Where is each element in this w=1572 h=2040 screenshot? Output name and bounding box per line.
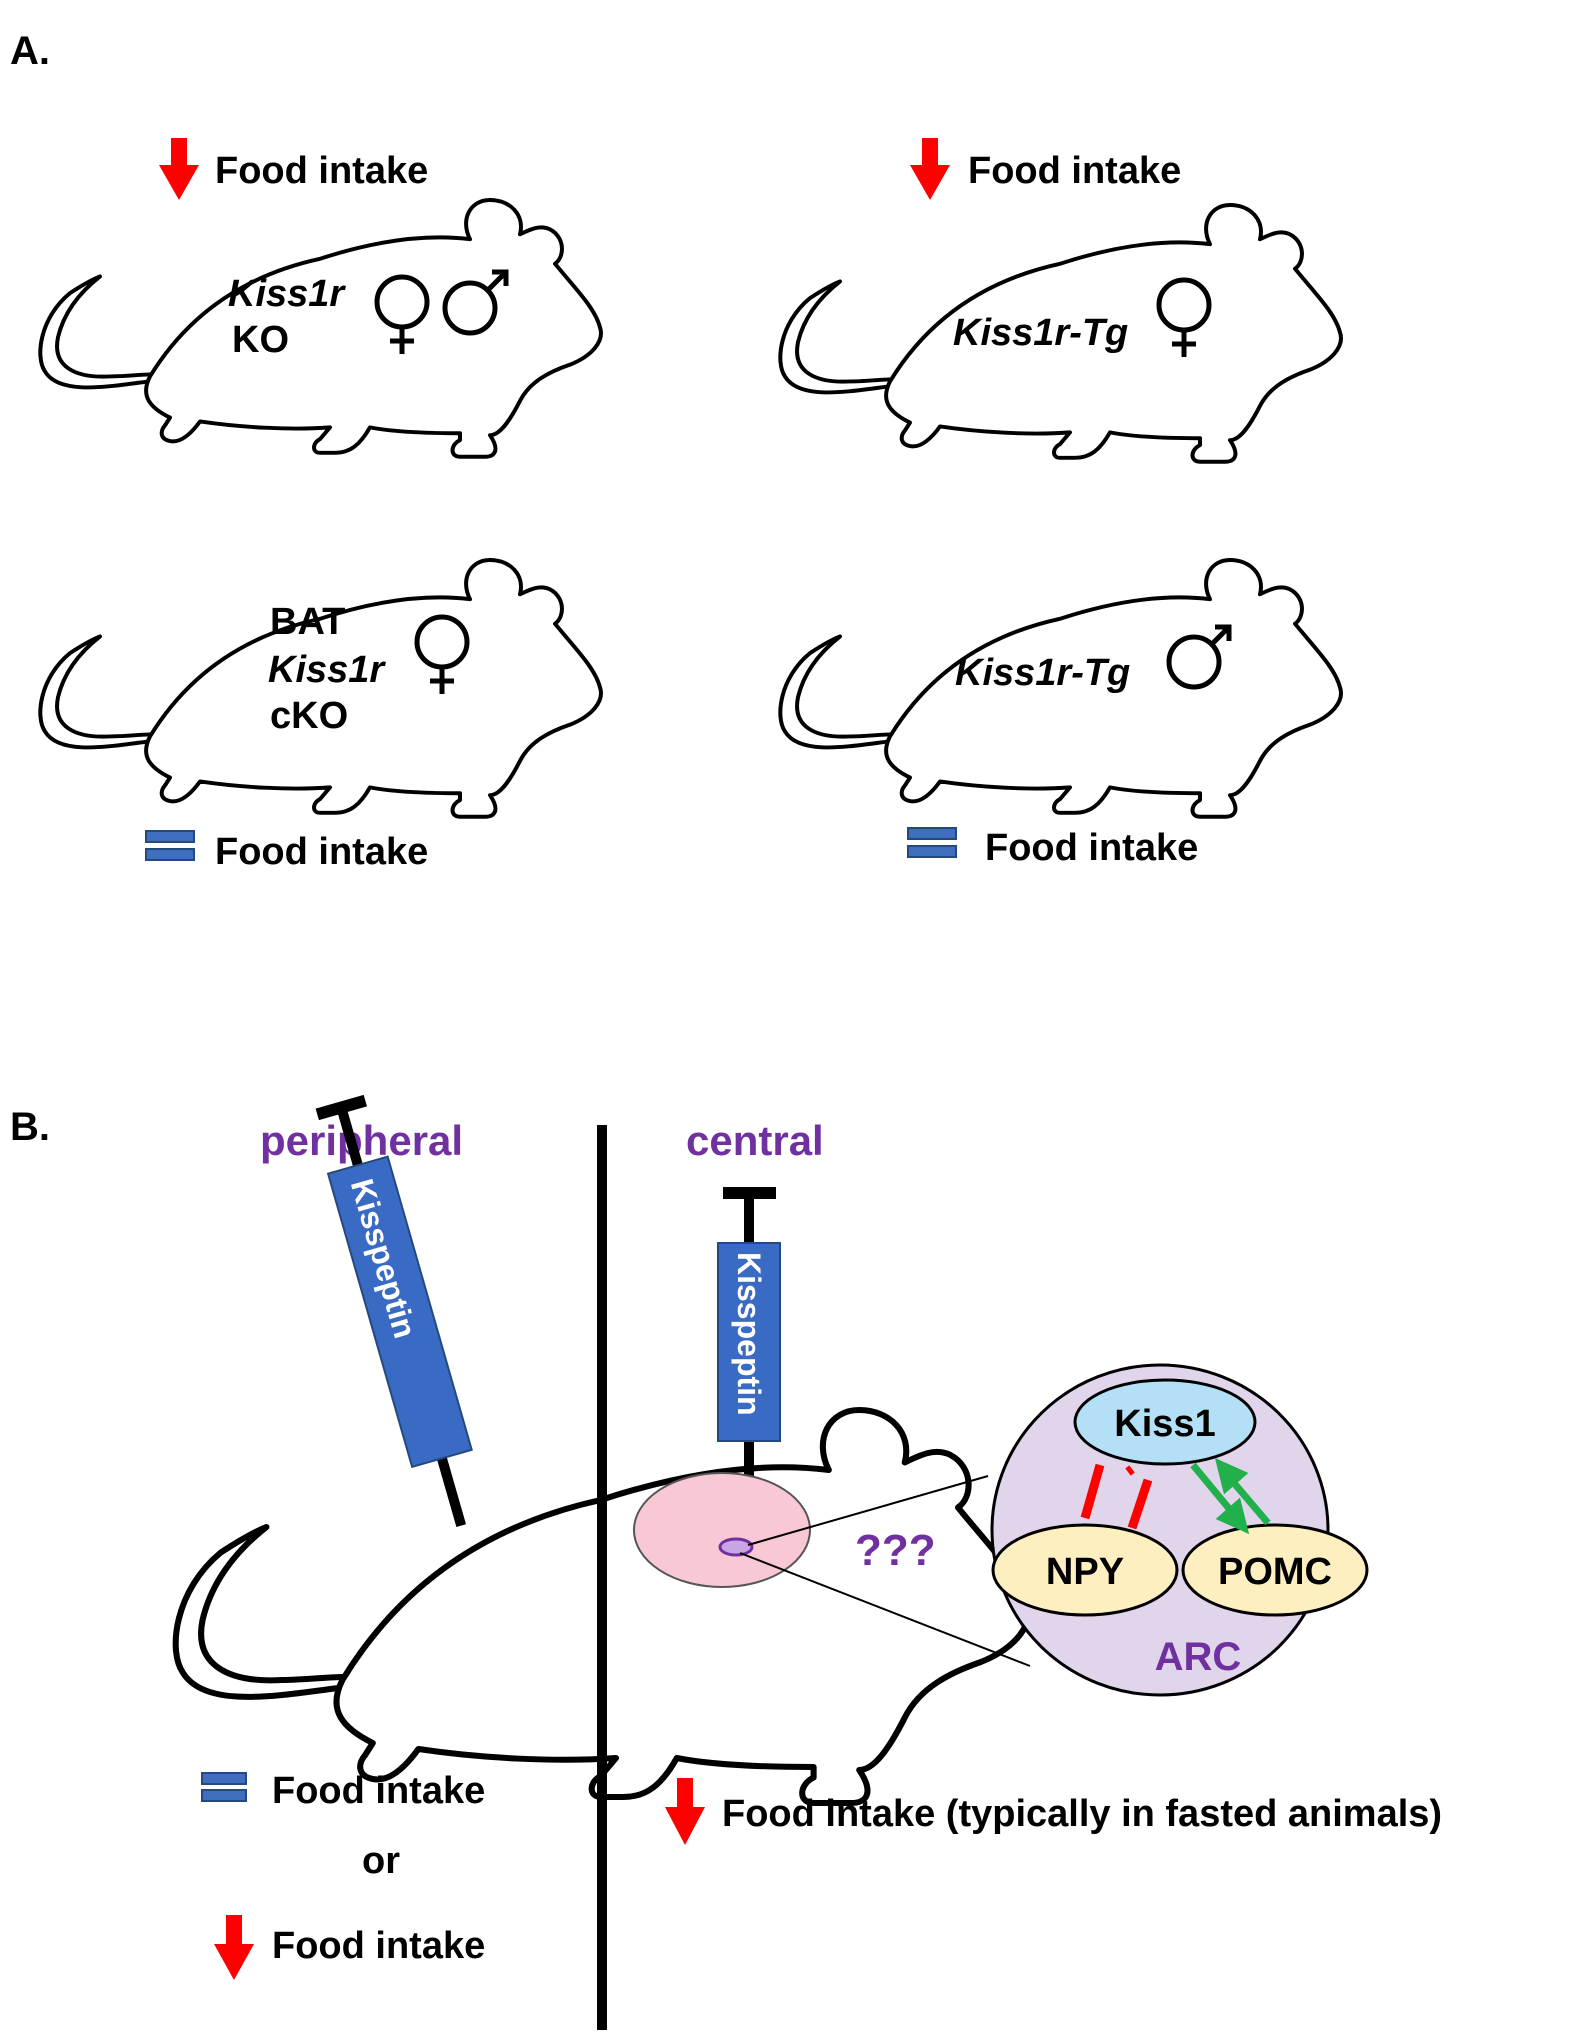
mouse-kiss1r-tg-male: Kiss1r-Tg Food intake [778,558,1343,869]
arc-target [718,1537,754,1557]
female-icon [374,274,430,354]
brain-region [633,1472,811,1588]
food-intake-label: Food intake [968,150,1181,192]
female-icon [414,614,470,694]
unknown-mechanism: ??? [855,1526,936,1575]
mouse-bat-kiss1r-cko: BAT Kiss1r cKO Food intake [38,558,603,873]
food-intake-label: Food intake [215,831,428,873]
inhibition-bar [1127,1478,1153,1530]
equal-sign-icon [907,827,957,858]
equal-sign-icon [201,1772,247,1802]
male-icon [442,269,509,336]
npy-label: NPY [1046,1551,1124,1593]
panel-a-label: A. [10,29,50,73]
kiss1-node [1073,1378,1257,1466]
central-outcome: Food intake (typically in fasted animals… [722,1793,1442,1835]
food-intake-label: Food intake [985,827,1198,869]
peripheral-outcome-2: Food intake [272,1925,485,1967]
food-intake-label: Food intake [215,150,428,192]
down-arrow-icon [910,138,950,200]
strain-line-1: Kiss1r [228,273,346,315]
strain-line-2: KO [232,319,289,361]
zoom-line [739,1552,1031,1667]
stimulation-arrow [1214,1457,1271,1526]
kiss1-label: Kiss1 [1114,1403,1215,1445]
down-arrow-icon [665,1778,705,1845]
down-arrow-icon [214,1915,254,1980]
strain-line-1: Kiss1r-Tg [953,312,1128,354]
syringe-label: Kisspeptin [731,1252,767,1416]
stimulation-arrow [1190,1462,1250,1535]
divider-line [597,1125,607,2030]
strain-line-3: cKO [270,695,348,737]
mouse-kiss1r-ko: Food intake Kiss1r KO [38,138,603,459]
arc-label: ARC [1155,1635,1242,1679]
pomc-node [1181,1523,1369,1617]
central-syringe: Kisspeptin [717,1187,781,1505]
or-connector: or [362,1840,400,1882]
strain-line-2: Kiss1r [268,649,386,691]
peripheral-syringe: Kisspeptin [315,1094,473,1528]
equal-sign-icon [145,830,195,861]
arc-circuit: Kiss1 NPY POMC ARC [990,1363,1369,1697]
male-icon [1166,624,1232,690]
down-arrow-icon [159,138,199,200]
inhibition-bar [1080,1463,1135,1520]
female-icon [1156,277,1212,357]
zoom-line [747,1475,989,1546]
strain-line-1: Kiss1r-Tg [955,652,1130,694]
pomc-label: POMC [1218,1551,1332,1593]
central-title: central [686,1117,824,1164]
peripheral-title: peripheral [260,1117,463,1164]
npy-node [991,1523,1179,1617]
mouse-kiss1r-tg-female: Food intake Kiss1r-Tg [778,138,1343,464]
peripheral-outcome-1: Food intake [272,1770,485,1812]
strain-line-1: BAT [270,601,345,643]
panel-b-label: B. [10,1105,50,1149]
